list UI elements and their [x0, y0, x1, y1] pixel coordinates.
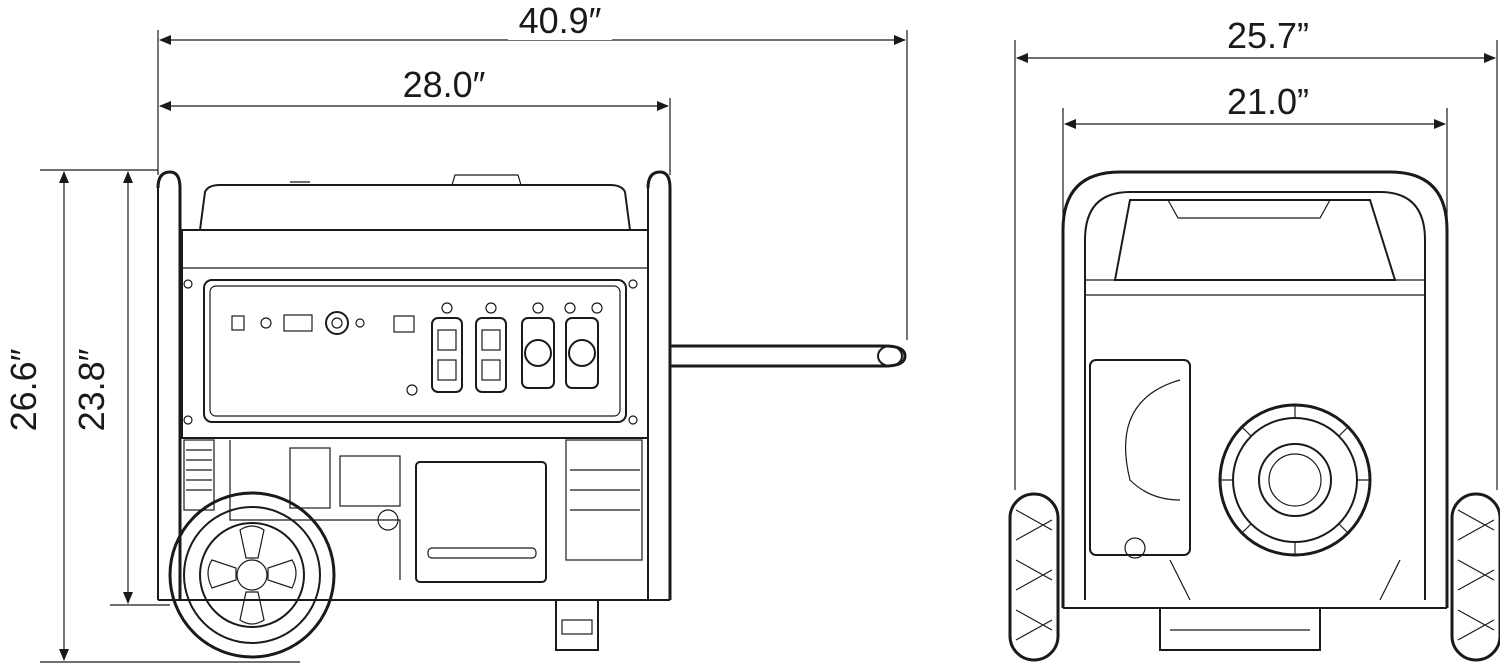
- dimension-lines: [59, 35, 1496, 661]
- power-switch-icon: [231, 315, 245, 331]
- usb-port-icon: [283, 314, 313, 332]
- overall-height-label: 26.6″: [3, 348, 44, 431]
- frame-height-label: 23.8″: [71, 348, 112, 431]
- side-view: [1008, 40, 1500, 662]
- overall-length-label: 40.9″: [519, 0, 602, 41]
- front-view: [40, 30, 908, 663]
- frame-width-label: 21.0”: [1227, 81, 1309, 122]
- dimension-labels: 40.9″ 28.0″ 25.7” 21.0” 26.6″ 23.8″: [3, 0, 1322, 431]
- side-wheel-left: [1008, 492, 1060, 662]
- outlet-120v-2: [475, 317, 507, 393]
- frame-length-label: 28.0″: [403, 64, 486, 105]
- twist-lock-outlet-1: [521, 317, 555, 389]
- wheel-icon: [168, 491, 336, 659]
- control-panel: [203, 279, 627, 423]
- overall-width-label: 25.7”: [1227, 15, 1309, 56]
- breaker-icon: [393, 315, 415, 333]
- side-wheel-right: [1450, 492, 1500, 662]
- key-switch-icon: [325, 311, 349, 335]
- twist-lock-outlet-2: [565, 317, 599, 389]
- outlet-120v-1: [431, 317, 463, 393]
- battery: [415, 461, 547, 583]
